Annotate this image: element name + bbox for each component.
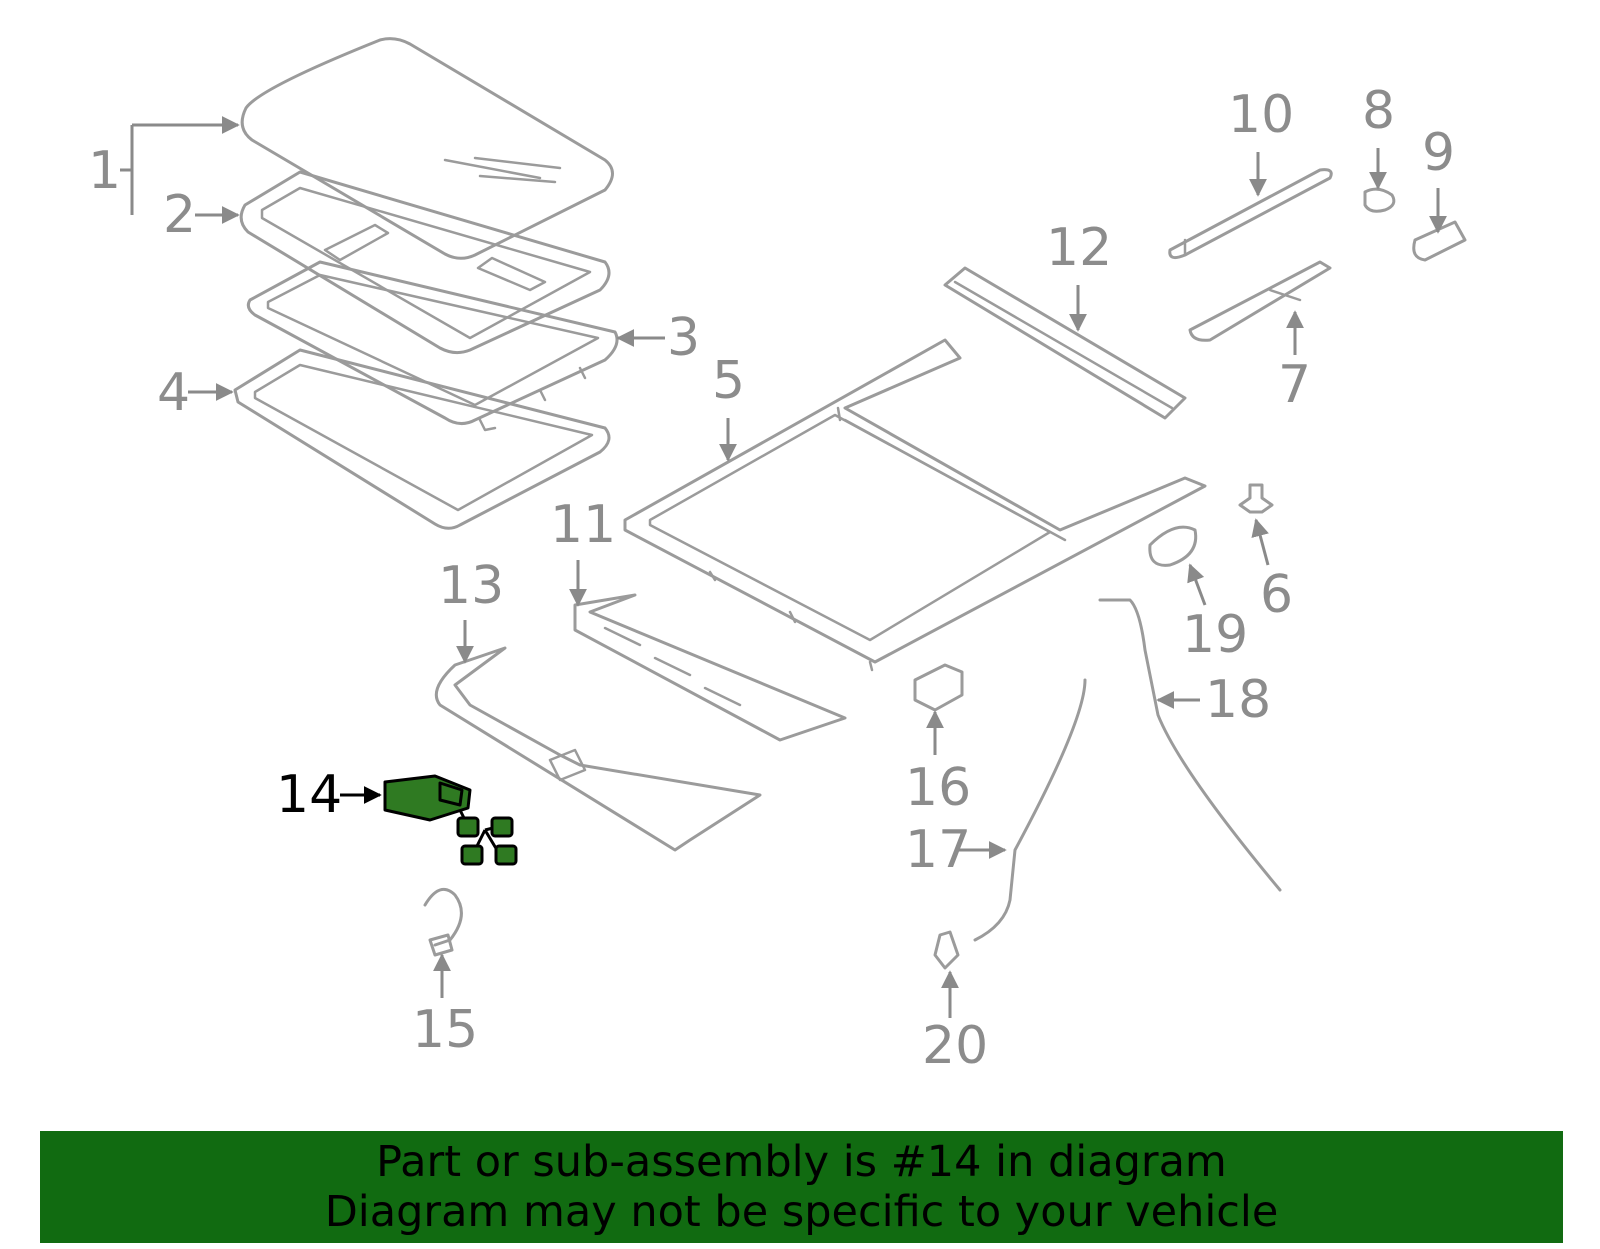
- callout-9: 9: [1422, 123, 1455, 183]
- callout-4: 4: [157, 363, 190, 423]
- part-9-bracket: [1412, 220, 1467, 262]
- callout-16: 16: [905, 758, 971, 818]
- callout-5: 5: [712, 351, 745, 411]
- callout-1: 1: [88, 141, 121, 201]
- part-16-bracket: [913, 663, 964, 712]
- callout-3: 3: [667, 308, 700, 368]
- part-4-gasket: [233, 348, 611, 530]
- callout-15: 15: [412, 1000, 478, 1060]
- part-10-guide: [1168, 168, 1333, 260]
- banner-line-2: Diagram may not be specific to your vehi…: [324, 1187, 1279, 1237]
- part-20-clip: [933, 930, 960, 970]
- callout-20: 20: [922, 1016, 988, 1076]
- parts-diagram: 1 2 3 4 5 6 7 8 9 10 11 12 13 14 15 16 1…: [88, 37, 1467, 1076]
- part-19-bracket: [1148, 525, 1198, 567]
- leader-lines: [120, 116, 1447, 1018]
- part-13-cable-assembly: [434, 646, 762, 852]
- callout-14: 14: [276, 765, 342, 825]
- callout-17: 17: [905, 820, 971, 880]
- part-14-sunroof-motor: [383, 774, 518, 866]
- part-6-bolt: [1238, 483, 1274, 514]
- part-15-harness: [423, 887, 463, 957]
- callout-12: 12: [1046, 218, 1112, 278]
- callout-13: 13: [438, 556, 504, 616]
- callouts: 1 2 3 4 5 6 7 8 9 10 11 12 13 14 15 16 1…: [88, 81, 1455, 1076]
- part-17-drain-tube: [973, 678, 1087, 942]
- part-5-main-frame: [623, 338, 1207, 672]
- part-7-side-guide: [1188, 260, 1332, 342]
- part-11-deflector: [573, 593, 847, 742]
- callout-18: 18: [1205, 670, 1271, 730]
- part-8-clip: [1363, 187, 1396, 213]
- callout-19: 19: [1182, 605, 1248, 665]
- callout-8: 8: [1362, 81, 1395, 141]
- part-12-rail: [943, 266, 1187, 420]
- part-2-seal-frame: [239, 170, 611, 355]
- part-1-glass-panel: [240, 37, 614, 260]
- callout-2: 2: [163, 185, 196, 245]
- callout-10: 10: [1228, 85, 1294, 145]
- callout-6: 6: [1260, 565, 1293, 625]
- callout-11: 11: [550, 495, 616, 555]
- banner-line-1: Part or sub-assembly is #14 in diagram: [376, 1137, 1227, 1187]
- callout-7: 7: [1278, 355, 1311, 415]
- info-banner: Part or sub-assembly is #14 in diagram D…: [40, 1131, 1563, 1243]
- part-18-drain-tube: [1098, 598, 1282, 892]
